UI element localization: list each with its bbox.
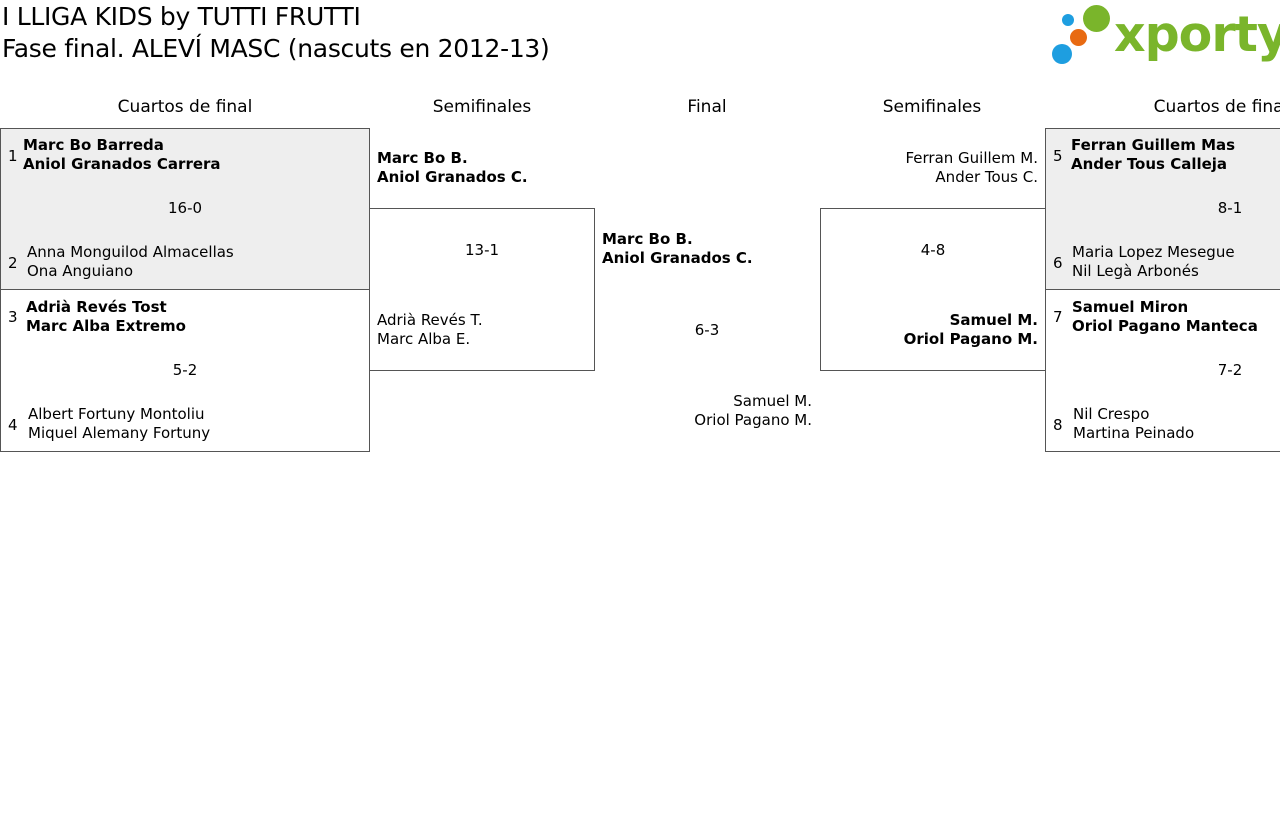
player-name: Ona Anguiano	[27, 262, 134, 280]
match-semi-right[interactable]: 4-8 Samuel M. Oriol Pagano M.	[820, 208, 1046, 371]
seed-number: 5	[1053, 147, 1063, 165]
player-name: Marc Bo B.	[602, 230, 693, 248]
match-score: 13-1	[464, 241, 500, 259]
column-header-semis-left: Semifinales	[432, 97, 532, 117]
player-name: Ander Tous C.	[935, 168, 1038, 186]
player-name: Ferran Guillem M.	[905, 149, 1038, 167]
player-name: Ferran Guillem Mas	[1071, 136, 1236, 154]
seed-number: 6	[1053, 254, 1063, 272]
player-name: Nil Legà Arbonés	[1072, 262, 1199, 280]
player-name: Oriol Pagano M.	[903, 330, 1038, 348]
player-name: Samuel M.	[733, 392, 812, 410]
seed-number: 1	[8, 147, 18, 165]
player-name: Maria Lopez Mesegue	[1072, 243, 1235, 261]
match-quarter-4[interactable]: 7 Samuel Miron Oriol Pagano Manteca 7-2 …	[1045, 289, 1280, 452]
match-score: 5-2	[172, 361, 198, 379]
player-name: Marc Bo Barreda	[23, 136, 164, 154]
match-score: 4-8	[920, 241, 946, 259]
player-name: Samuel Miron	[1072, 298, 1189, 316]
column-header-semis-right: Semifinales	[882, 97, 982, 117]
match-quarter-2[interactable]: 3 Adrià Revés Tost Marc Alba Extremo 5-2…	[0, 289, 370, 452]
player-name: Ander Tous Calleja	[1071, 155, 1228, 173]
match-quarter-3[interactable]: 5 Ferran Guillem Mas Ander Tous Calleja …	[1045, 128, 1280, 290]
player-name: Marc Alba Extremo	[26, 317, 186, 335]
seed-number: 4	[8, 416, 18, 434]
player-name: Marc Bo B.	[377, 149, 468, 167]
seed-number: 7	[1053, 308, 1063, 326]
seed-number: 2	[8, 254, 18, 272]
logo-dot-orange	[1070, 29, 1087, 46]
final-score: 6-3	[694, 321, 720, 339]
player-name: Aniol Granados Carrera	[23, 155, 221, 173]
column-header-quarters-right: Cuartos de final	[1153, 97, 1280, 117]
column-header-quarters-left: Cuartos de final	[117, 97, 253, 117]
player-name: Oriol Pagano M.	[694, 411, 812, 429]
page-subtitle: Fase final. ALEVÍ MASC (nascuts en 2012-…	[2, 34, 550, 63]
match-semi-left[interactable]: 13-1 Adrià Revés T. Marc Alba E.	[369, 208, 595, 371]
player-name: Adrià Revés T.	[377, 311, 483, 329]
final-bottom-team: Samuel M. Oriol Pagano M.	[640, 392, 812, 430]
player-name: Adrià Revés Tost	[26, 298, 167, 316]
match-score: 8-1	[1217, 199, 1243, 217]
seed-number: 3	[8, 308, 18, 326]
logo-dot-blue-top	[1062, 14, 1074, 26]
column-header-final: Final	[687, 97, 727, 117]
xporty-logo[interactable]: xporty	[1052, 5, 1280, 65]
semi-right-top-team: Ferran Guillem M. Ander Tous C.	[820, 149, 1038, 187]
match-score: 7-2	[1217, 361, 1243, 379]
player-name: Nil Crespo	[1073, 405, 1150, 423]
player-name: Aniol Granados C.	[377, 168, 528, 186]
player-name: Miquel Alemany Fortuny	[28, 424, 211, 442]
player-name: Samuel M.	[949, 311, 1038, 329]
page-title: I LLIGA KIDS by TUTTI FRUTTI	[2, 2, 361, 31]
player-name: Albert Fortuny Montoliu	[28, 405, 205, 423]
player-name: Aniol Granados C.	[602, 249, 753, 267]
logo-dot-green	[1083, 5, 1110, 32]
logo-text: xporty	[1114, 6, 1280, 63]
match-score: 16-0	[167, 199, 203, 217]
seed-number: 8	[1053, 416, 1063, 434]
player-name: Martina Peinado	[1073, 424, 1195, 442]
player-name: Anna Monguilod Almacellas	[27, 243, 234, 261]
player-name: Oriol Pagano Manteca	[1072, 317, 1258, 335]
player-name: Marc Alba E.	[377, 330, 471, 348]
match-quarter-1[interactable]: 1 Marc Bo Barreda Aniol Granados Carrera…	[0, 128, 370, 290]
logo-dot-blue-bottom	[1052, 44, 1072, 64]
